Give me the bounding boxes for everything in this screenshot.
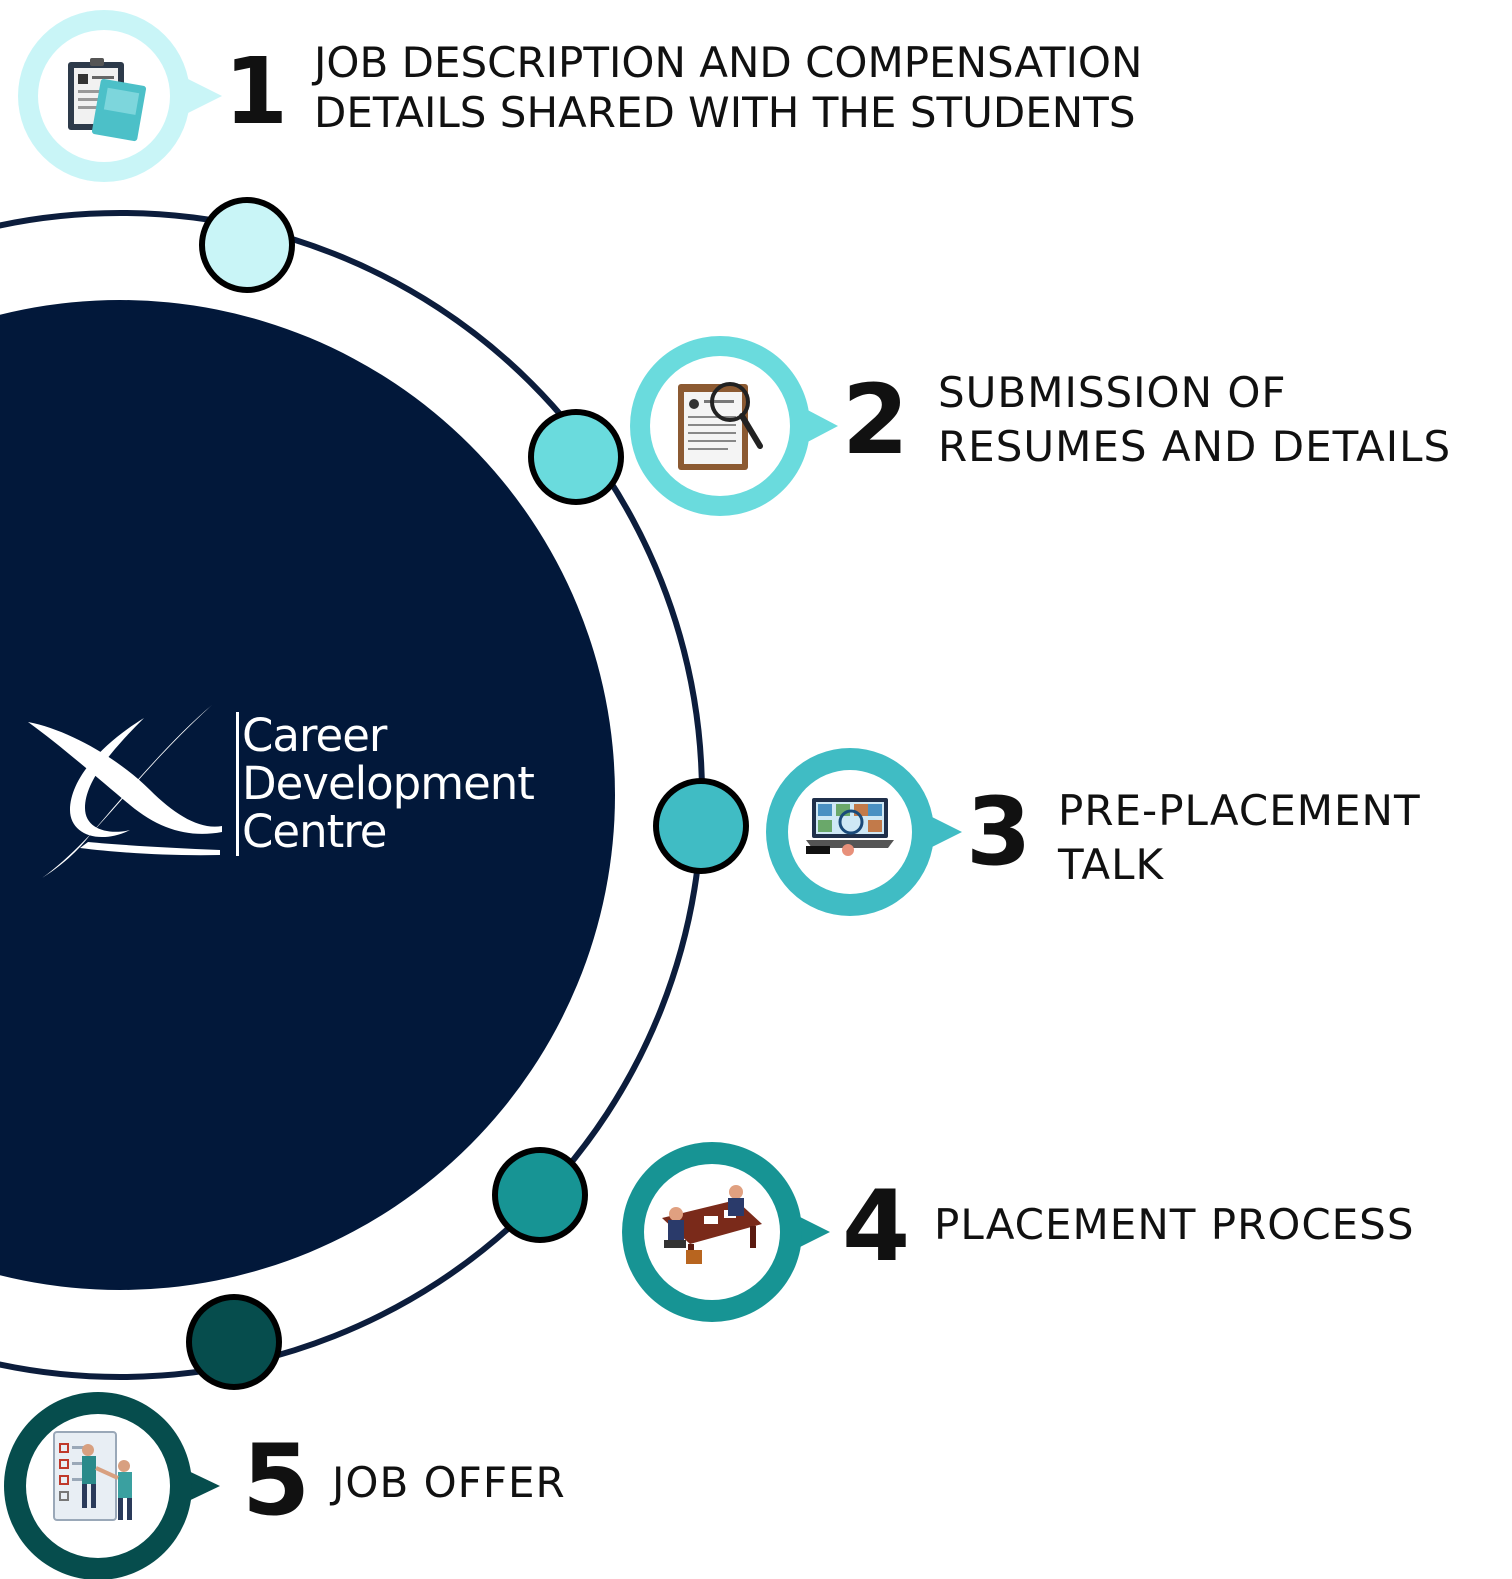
ring-dot-step-4 [492, 1147, 588, 1243]
laptop-video-call-icon [806, 798, 894, 856]
step-1-line-1: JOB DESCRIPTION AND COMPENSATION [314, 38, 1143, 87]
ring-dot-step-3 [653, 778, 749, 874]
ring-dot-step-2 [528, 409, 624, 505]
step-4-label: PLACEMENT PROCESS [934, 1200, 1415, 1250]
step-5-line-1: JOB OFFER [332, 1458, 566, 1507]
logo-line-career: Career [236, 712, 534, 760]
step-1-number: 1 [224, 38, 289, 145]
step-3-line-1: PRE-PLACEMENT [1058, 786, 1421, 835]
step-2-line-2: RESUMES AND DETAILS [938, 422, 1452, 471]
step-4-number: 4 [842, 1170, 911, 1284]
step-4-badge [622, 1142, 830, 1322]
clipboard-document-icon [68, 58, 147, 142]
resume-magnifier-icon [678, 382, 763, 470]
logo-line-development: Development [236, 760, 535, 808]
step-5-badge [4, 1392, 220, 1579]
cdc-logo-mark-icon [28, 705, 222, 878]
step-3-label: PRE-PLACEMENT TALK [1058, 784, 1421, 892]
step-2-badge [630, 336, 838, 516]
step-3-number: 3 [966, 778, 1032, 887]
step-3-badge [766, 748, 962, 916]
handshake-checklist-icon [53, 1431, 132, 1521]
navy-hub-circle [0, 300, 615, 1290]
ring-dot-step-5 [186, 1294, 282, 1390]
step-2-label: SUBMISSION OF RESUMES AND DETAILS [938, 366, 1451, 474]
step-1-line-2: DETAILS SHARED WITH THE STUDENTS [314, 88, 1136, 138]
step-1-badge [18, 10, 222, 182]
step-5-label: JOB OFFER [332, 1458, 566, 1508]
ring-dot-step-1 [199, 197, 295, 293]
step-1-label: JOB DESCRIPTION AND COMPENSATION DETAILS… [314, 38, 1142, 139]
step-3-line-2: TALK [1058, 840, 1165, 889]
step-2-line-1: SUBMISSION OF [938, 368, 1287, 417]
logo-line-centre: Centre [236, 808, 534, 856]
step-5-number: 5 [242, 1424, 311, 1538]
step-2-number: 2 [842, 364, 909, 476]
step-4-line-1: PLACEMENT PROCESS [934, 1200, 1415, 1249]
interview-desk-icon [662, 1185, 762, 1264]
cdc-logo-text: Career Development Centre [236, 712, 535, 856]
